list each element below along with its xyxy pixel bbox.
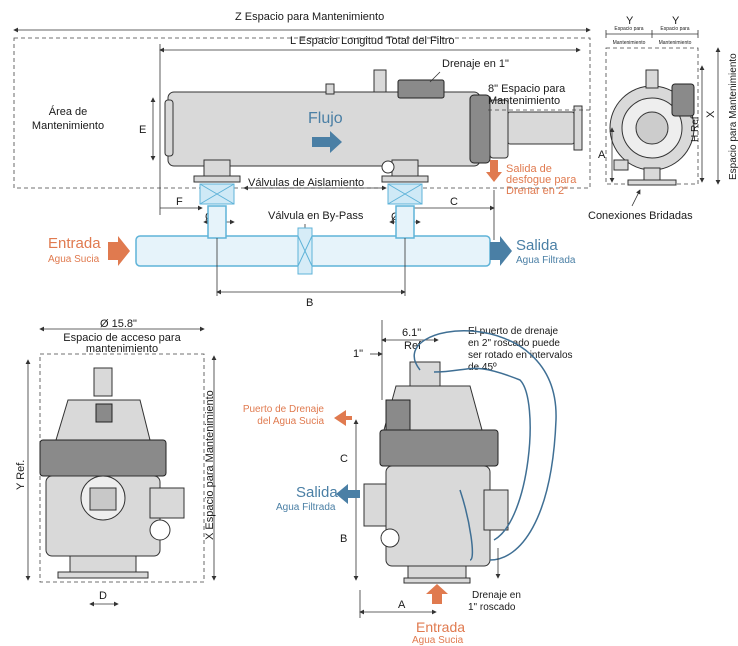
maint-area-1: Área de bbox=[49, 105, 88, 118]
x-space: X Espacio para Mantenimiento bbox=[204, 390, 216, 540]
maint-area-2: Mantenimiento bbox=[32, 120, 104, 132]
inlet-right-2: Agua Sucia bbox=[412, 635, 464, 646]
ysub1-1: Espacio para bbox=[614, 26, 643, 32]
inlet-arrow bbox=[108, 236, 130, 266]
dim1-label: 1" bbox=[353, 348, 363, 360]
b-label: B bbox=[306, 297, 313, 309]
drain-right-2: 1" roscado bbox=[468, 602, 516, 613]
valves-label: Válvulas de Aislamiento bbox=[248, 177, 364, 189]
ysub1-2: Mantenimiento bbox=[613, 40, 646, 46]
ysub2-2: Mantenimiento bbox=[659, 40, 692, 46]
drain-label: Drenaje en 1" bbox=[442, 58, 509, 70]
z-label: Z Espacio para Mantenimiento bbox=[235, 11, 384, 23]
l-label: L Espacio Longitud Total del Filtro bbox=[290, 35, 455, 47]
access-1: Espacio de acceso para bbox=[63, 332, 181, 344]
inlet-arrow-right bbox=[426, 584, 448, 604]
a-label-side: A bbox=[598, 149, 606, 161]
flush-1: Salida de bbox=[506, 163, 552, 175]
flush-port-2: del Agua Sucia bbox=[257, 416, 324, 427]
inlet-1: Entrada bbox=[48, 235, 101, 252]
outlet-2: Agua Filtrada bbox=[516, 255, 576, 266]
flanged-label: Conexiones Bridadas bbox=[588, 210, 693, 222]
filter-body bbox=[167, 91, 481, 167]
flow-arrow bbox=[312, 131, 342, 153]
outlet-arrow-right bbox=[336, 484, 360, 504]
dia-label: Ø 15.8" bbox=[100, 318, 137, 330]
b-label-right: B bbox=[340, 533, 347, 545]
c-label: C bbox=[450, 196, 458, 208]
dim61-1: 6.1" bbox=[402, 327, 421, 339]
flush-3: Drenar en 2" bbox=[506, 185, 568, 197]
flow-label: Flujo bbox=[308, 110, 343, 127]
bypass-label: Válvula en By-Pass bbox=[268, 210, 364, 222]
front-view: Ø 15.8" Espacio de acceso para mantenimi… bbox=[15, 318, 217, 607]
access-2: mantenimiento bbox=[86, 343, 158, 355]
y-ref: Y Ref. bbox=[15, 460, 27, 490]
h-label: H Ref bbox=[690, 116, 701, 142]
flush-arrow bbox=[486, 172, 502, 182]
note-4: de 45º bbox=[468, 362, 497, 373]
x-sub: Espacio para Mantenimiento bbox=[728, 53, 738, 180]
note-1: El puerto de drenaje bbox=[468, 326, 559, 337]
c-label-right: C bbox=[340, 453, 348, 465]
inlet-2: Agua Sucia bbox=[48, 254, 100, 265]
outlet-right-2: Agua Filtrada bbox=[276, 502, 336, 513]
end-view: Y Y Espacio para Mantenimiento Espacio p… bbox=[588, 15, 738, 222]
top-view: Z Espacio para Mantenimiento L Espacio L… bbox=[13, 11, 591, 309]
drain-right-1: Drenaje en bbox=[472, 590, 521, 601]
d-label-front: D bbox=[99, 590, 107, 602]
ysub2-1: Espacio para bbox=[660, 26, 689, 32]
x-label: X bbox=[705, 110, 717, 118]
flush-2: desfogue para bbox=[506, 174, 577, 186]
space8-1: 8" Espacio para bbox=[488, 83, 566, 95]
e-label: E bbox=[139, 124, 146, 136]
bypass-pipe bbox=[135, 235, 491, 267]
outlet-arrow bbox=[490, 236, 512, 266]
flush-port-1: Puerto de Drenaje bbox=[243, 404, 325, 415]
right-view: 6.1" Ref 1" El puerto de drenaje en 2" r… bbox=[243, 320, 573, 646]
y1-label: Y bbox=[626, 15, 634, 27]
flush-port-arrow bbox=[334, 410, 352, 426]
inlet-right-1: Entrada bbox=[416, 619, 465, 635]
note-3: ser rotado en intervalos bbox=[468, 350, 573, 361]
outlet-right-1: Salida bbox=[296, 484, 338, 501]
f-label: F bbox=[176, 196, 183, 208]
space8-2: Mantenimiento bbox=[488, 95, 560, 107]
y2-label: Y bbox=[672, 15, 680, 27]
a-label-right: A bbox=[398, 599, 406, 611]
outlet-1: Salida bbox=[516, 237, 558, 254]
dim61-2: Ref bbox=[404, 340, 422, 352]
